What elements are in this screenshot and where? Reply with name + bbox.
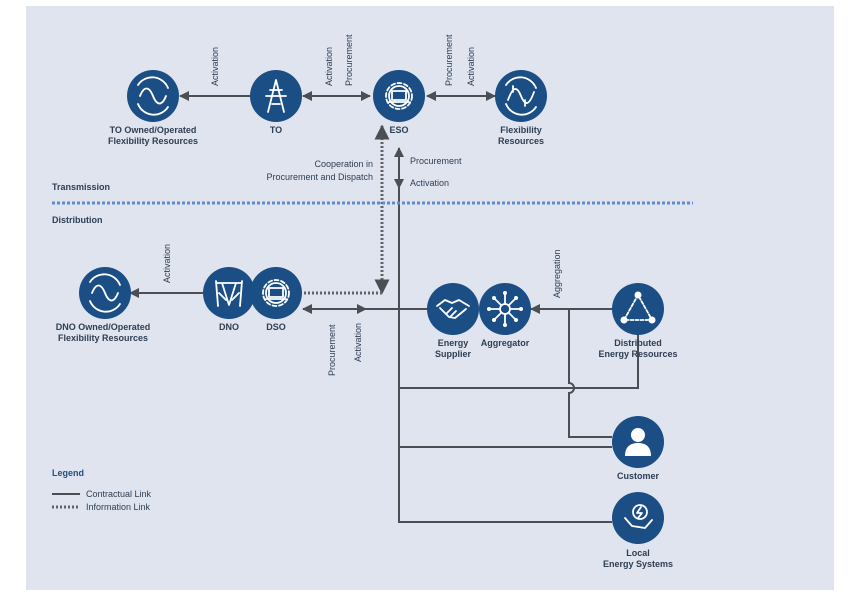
svg-text:Energy: Energy bbox=[438, 338, 469, 348]
link-aggregator-customer bbox=[568, 309, 612, 438]
dso-activation-label: Activation bbox=[353, 323, 363, 362]
legend-information-label: Information Link bbox=[86, 502, 151, 512]
to-activation-label: Activation bbox=[210, 47, 220, 86]
hand-energy-icon bbox=[624, 504, 653, 529]
legend-contractual-label: Contractual Link bbox=[86, 489, 152, 499]
node-to: TO bbox=[250, 70, 302, 135]
svg-text:Local: Local bbox=[626, 548, 650, 558]
cooperation-label-line2: Procurement and Dispatch bbox=[266, 172, 373, 182]
triangle-network-icon bbox=[620, 291, 656, 324]
svg-text:Flexibility Resources: Flexibility Resources bbox=[108, 136, 198, 146]
to-eso-activation-label: Activation bbox=[324, 47, 334, 86]
gear-laptop-icon bbox=[385, 82, 413, 110]
dno-activation-label: Activation bbox=[162, 244, 172, 283]
node-supplier: Energy Supplier bbox=[427, 283, 479, 359]
svg-text:Aggregator: Aggregator bbox=[481, 338, 530, 348]
pylon-icon bbox=[215, 280, 243, 307]
svg-text:Flexibility: Flexibility bbox=[500, 125, 542, 135]
node-eso: ESO bbox=[373, 70, 425, 135]
sine-wave-icon bbox=[89, 273, 121, 313]
eso-procurement-down-label: Procurement bbox=[410, 156, 462, 166]
node-der: Distributed Energy Resources bbox=[598, 283, 678, 359]
node-local: Local Energy Systems bbox=[603, 492, 673, 569]
node-dso: DSO bbox=[250, 267, 302, 332]
distribution-label: Distribution bbox=[52, 215, 103, 225]
node-dno: DNO bbox=[203, 267, 255, 332]
svg-text:Flexibility Resources: Flexibility Resources bbox=[58, 333, 148, 343]
node-aggregator: Aggregator bbox=[479, 283, 531, 348]
hub-network-icon bbox=[487, 291, 523, 327]
node-customer: Customer bbox=[612, 416, 664, 481]
svg-text:Distributed: Distributed bbox=[614, 338, 662, 348]
gear-laptop-icon bbox=[262, 279, 290, 307]
eso-flex-activation-label: Activation bbox=[466, 47, 476, 86]
node-flex: Flexibility Resources bbox=[495, 70, 547, 146]
svg-text:Customer: Customer bbox=[617, 471, 660, 481]
legend: Legend Contractual Link Information Link bbox=[52, 468, 152, 512]
transmission-label: Transmission bbox=[52, 182, 110, 192]
svg-text:TO: TO bbox=[270, 125, 282, 135]
node-to-flex: TO Owned/Operated Flexibility Resources bbox=[108, 70, 198, 146]
svg-text:Resources: Resources bbox=[498, 136, 544, 146]
node-dno-flex: DNO Owned/Operated Flexibility Resources bbox=[56, 267, 151, 343]
link-der-to-bus bbox=[399, 334, 639, 389]
legend-title: Legend bbox=[52, 468, 84, 478]
svg-text:DSO: DSO bbox=[266, 322, 286, 332]
svg-text:TO Owned/Operated: TO Owned/Operated bbox=[110, 125, 197, 135]
eso-activation-down-label: Activation bbox=[410, 178, 449, 188]
transmission-tower-icon bbox=[265, 79, 287, 113]
svg-text:ESO: ESO bbox=[389, 125, 408, 135]
svg-text:Energy Systems: Energy Systems bbox=[603, 559, 673, 569]
wave-arrows-icon bbox=[505, 76, 537, 116]
svg-text:DNO Owned/Operated: DNO Owned/Operated bbox=[56, 322, 151, 332]
to-eso-procurement-label: Procurement bbox=[344, 34, 354, 86]
person-icon bbox=[625, 428, 651, 456]
sine-wave-icon bbox=[137, 76, 169, 116]
svg-text:DNO: DNO bbox=[219, 322, 239, 332]
eso-flex-procurement-label: Procurement bbox=[444, 34, 454, 86]
handshake-icon bbox=[436, 299, 470, 319]
svg-text:Energy Resources: Energy Resources bbox=[598, 349, 677, 359]
aggregation-label: Aggregation bbox=[552, 249, 562, 298]
cooperation-label-line1: Cooperation in bbox=[314, 159, 373, 169]
svg-text:Supplier: Supplier bbox=[435, 349, 472, 359]
dso-procurement-label: Procurement bbox=[327, 324, 337, 376]
